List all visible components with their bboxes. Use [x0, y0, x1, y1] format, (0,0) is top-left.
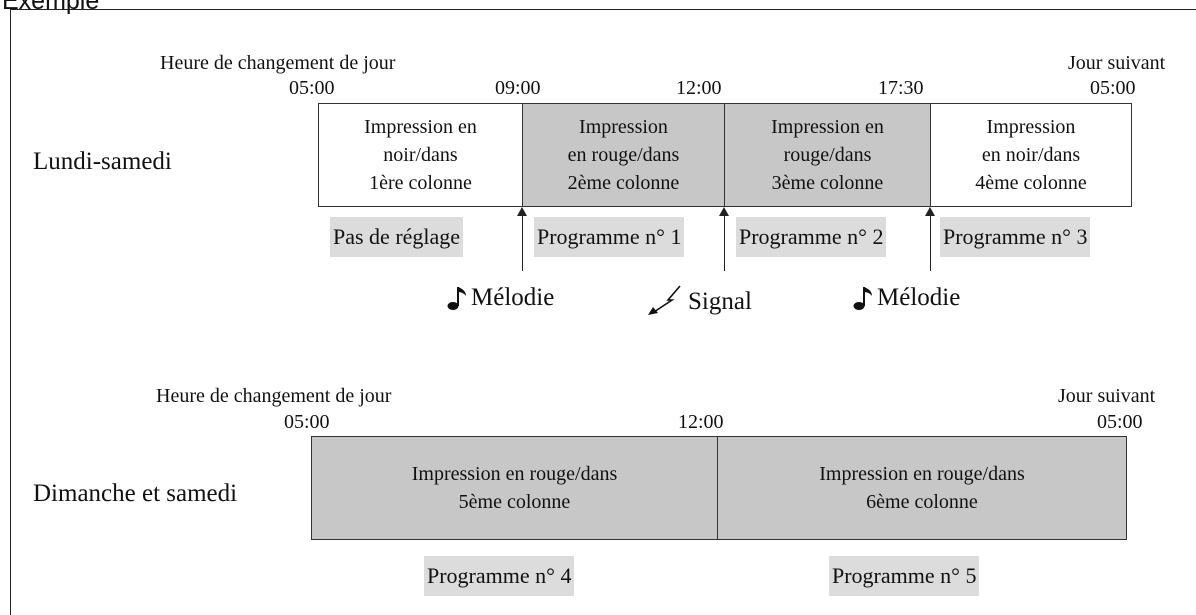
program-label-1-4: Programme n° 3	[940, 217, 1091, 257]
next-day-label-1: Jour suivant	[1068, 52, 1166, 74]
diagram-title: Exemple	[2, 0, 100, 15]
block-2-2-line2: 6ème colonne	[866, 491, 978, 513]
block-1-3-line2: rouge/dans	[783, 144, 872, 166]
block-1-1: Impression en noir/dans 1ère colonne	[318, 103, 522, 207]
boundary-arrow-1200	[719, 207, 729, 271]
block-2-2: Impression en rouge/dans 6ème colonne	[717, 436, 1127, 540]
time-2-2: 05:00	[1097, 411, 1143, 433]
signal-icon	[648, 285, 681, 315]
block-1-3: Impression en rouge/dans 3ème colonne	[724, 103, 930, 207]
event-label-2: Signal	[688, 288, 752, 315]
music-note-icon	[447, 287, 466, 310]
block-1-2-line3: 2ème colonne	[567, 172, 680, 194]
time-1-4: 05:00	[1090, 77, 1136, 99]
program-label-1-2: Programme n° 1	[534, 217, 685, 257]
event-signal: Signal	[644, 284, 752, 316]
block-1-2-line1: Impression	[579, 116, 668, 138]
block-1-1-line2: noir/dans	[383, 144, 458, 166]
block-1-3-line1: Impression en	[771, 116, 884, 138]
event-melody-1: Mélodie	[447, 284, 554, 312]
program-label-2-1: Programme n° 4	[424, 556, 575, 596]
time-1-0: 05:00	[289, 77, 335, 99]
block-1-2-line2: en rouge/dans	[567, 144, 680, 166]
event-melody-2: Mélodie	[853, 284, 960, 312]
block-1-4-line1: Impression	[986, 116, 1076, 138]
block-2-2-line1: Impression en rouge/dans	[819, 463, 1025, 485]
day-change-label-2: Heure de changement de jour	[156, 385, 392, 407]
boundary-arrow-1730	[925, 207, 935, 271]
program-label-1-3: Programme n° 2	[736, 217, 887, 257]
block-1-4-line3: 4ème colonne	[975, 172, 1087, 194]
time-1-2: 12:00	[676, 77, 722, 99]
time-1-3: 17:30	[878, 77, 924, 99]
time-2-1: 12:00	[678, 411, 724, 433]
day-change-label-1: Heure de changement de jour	[160, 52, 396, 74]
block-1-4-line2: en noir/dans	[981, 144, 1081, 166]
block-1-3-line3: 3ème colonne	[771, 172, 884, 194]
block-1-1-line1: Impression en	[364, 116, 477, 138]
block-2-1: Impression en rouge/dans 5ème colonne	[311, 436, 717, 540]
event-label-1: Mélodie	[471, 284, 555, 311]
next-day-label-2: Jour suivant	[1058, 385, 1156, 407]
day-label-1: Lundi-samedi	[33, 148, 172, 175]
program-label-1-1: Pas de réglage	[330, 217, 464, 257]
block-2-1-line1: Impression en rouge/dans	[411, 463, 618, 485]
diagram-frame	[10, 9, 1196, 615]
event-label-3: Mélodie	[877, 284, 961, 311]
music-note-icon	[853, 287, 872, 310]
block-1-2: Impression en rouge/dans 2ème colonne	[522, 103, 724, 207]
time-1-1: 09:00	[495, 77, 541, 99]
program-label-2-2: Programme n° 5	[829, 556, 980, 596]
block-2-1-line2: 5ème colonne	[458, 491, 571, 513]
block-1-1-line3: 1ère colonne	[369, 172, 472, 194]
boundary-arrow-0900	[517, 207, 527, 271]
day-label-2: Dimanche et samedi	[33, 480, 238, 507]
block-1-4: Impression en noir/dans 4ème colonne	[930, 103, 1132, 207]
time-2-0: 05:00	[284, 411, 330, 433]
